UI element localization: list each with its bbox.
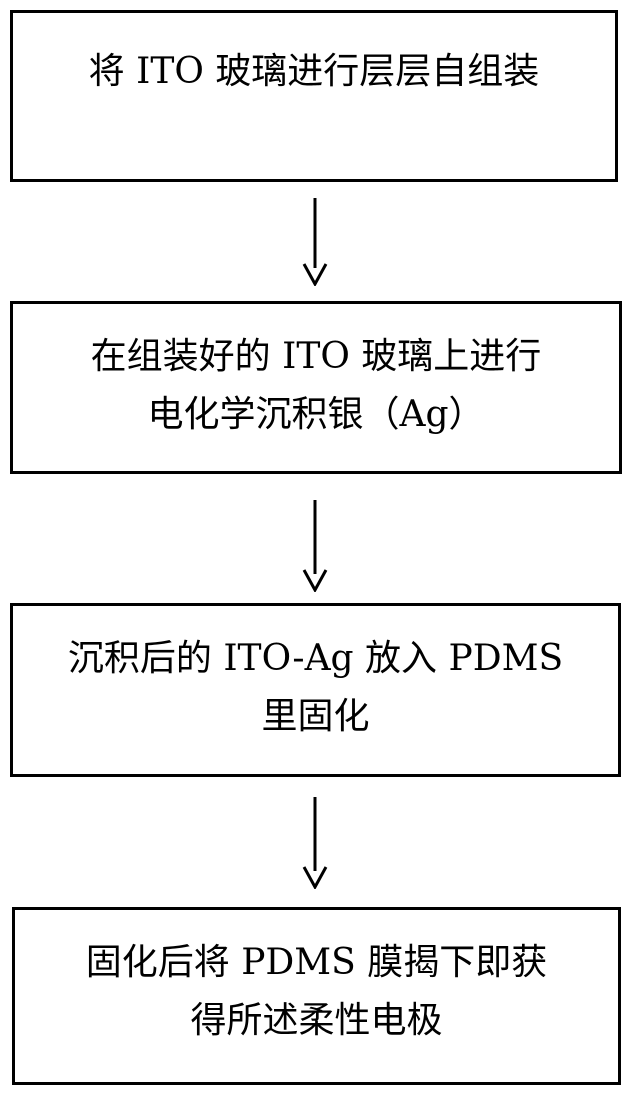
step-box-2: 在组装好的 ITO 玻璃上进行 电化学沉积银（Ag） <box>10 301 622 474</box>
step-4-line-2: 得所述柔性电极 <box>15 992 618 1050</box>
step-3-line-1: 沉积后的 ITO-Ag 放入 PDMS <box>13 630 618 688</box>
arrow-down-icon <box>300 500 330 592</box>
step-box-4: 固化后将 PDMS 膜揭下即获 得所述柔性电极 <box>12 907 621 1085</box>
step-box-1: 将 ITO 玻璃进行层层自组装 <box>10 10 618 182</box>
step-3-line-2: 里固化 <box>13 688 618 746</box>
arrow-down-icon <box>300 797 330 889</box>
step-box-3: 沉积后的 ITO-Ag 放入 PDMS 里固化 <box>10 603 621 777</box>
step-2-line-2: 电化学沉积银（Ag） <box>13 386 619 444</box>
step-1-line-1: 将 ITO 玻璃进行层层自组装 <box>13 43 615 101</box>
step-2-line-1: 在组装好的 ITO 玻璃上进行 <box>13 328 619 386</box>
step-4-line-1: 固化后将 PDMS 膜揭下即获 <box>15 934 618 992</box>
arrow-down-icon <box>300 198 330 286</box>
